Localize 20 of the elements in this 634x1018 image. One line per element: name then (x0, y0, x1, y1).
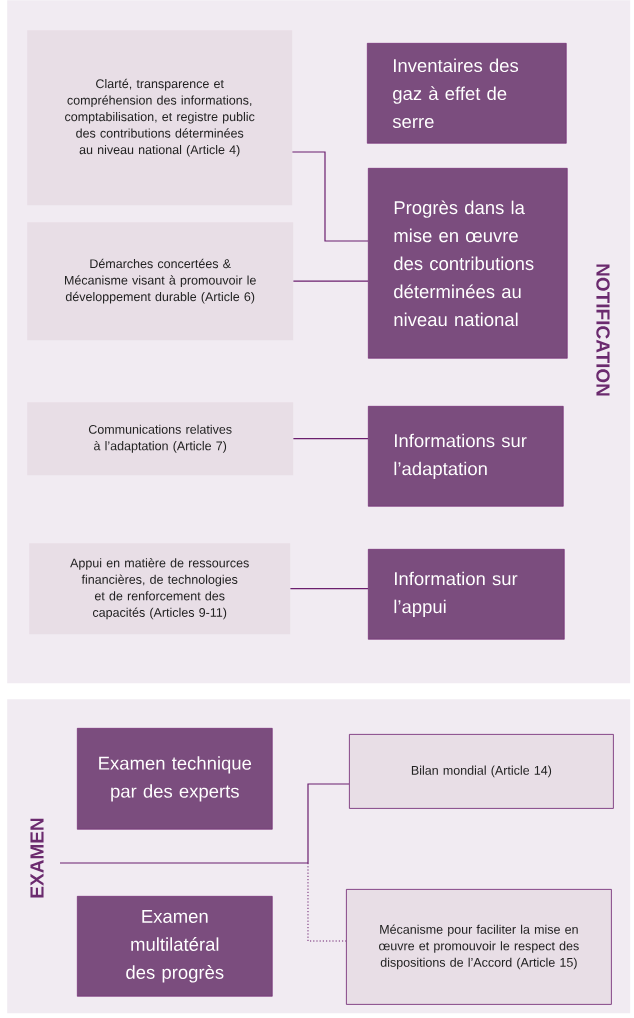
section-heading: NOTIFICATION (596, 264, 610, 396)
text-box: Démarches concertées & Mécanisme visant à promouvoir le développement durable (Article 6) (27, 222, 294, 341)
category-box: Informations sur l’adaptation (368, 406, 564, 507)
connector-line (292, 438, 369, 440)
section-heading: EXAMEN (30, 818, 44, 898)
category-box: Inventaires des gaz à effet de serre (367, 43, 567, 144)
text-box: Mécanisme pour faciliter la mise en œuvre et promouvoir le respect des dispositions de l’Accord (Article 15) (346, 889, 612, 1005)
text-box: Clarté, transparence et compréhension des informations, comptabilisation, et registre public des contributions déterminées au niveau national (Article 4) (27, 30, 293, 206)
text-box: Communications relatives à l’adaptation (Article 7) (27, 402, 294, 476)
connector-line (289, 588, 369, 590)
category-box: Progrès dans la mise en œuvre des contributions déterminées au niveau national (368, 168, 568, 359)
connector-line (292, 280, 369, 282)
connector-line (291, 151, 369, 242)
category-box: Information sur l’appui (368, 549, 565, 640)
text-box: Bilan mondial (Article 14) (349, 734, 614, 809)
connector-line (307, 862, 347, 942)
text-box: Appui en matière de ressources financières, de technologies et de renforcement des capacités (Articles 9-11) (29, 543, 291, 635)
category-box: Examen technique par des experts (77, 728, 273, 830)
category-box: Examen multilatéral des progrès (77, 896, 273, 997)
connector-line (59, 783, 350, 864)
